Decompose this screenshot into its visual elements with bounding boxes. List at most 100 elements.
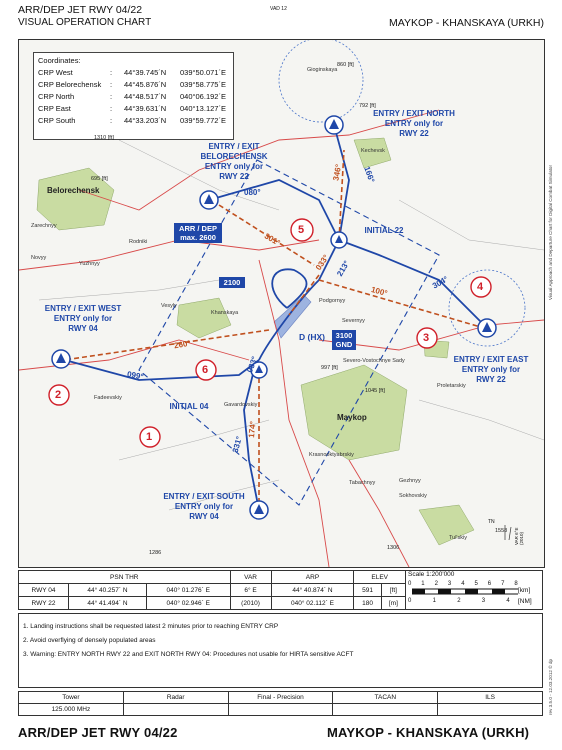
town-label: Sokhovskiy xyxy=(399,493,427,499)
info-row-rwy04: RWY 04 44° 40.257´ N 040° 01.276´ E 6° E… xyxy=(18,583,543,597)
freq-value-row: 125.000 MHz xyxy=(18,703,543,716)
marker-number: 1 xyxy=(146,431,153,443)
runway-water xyxy=(273,294,312,339)
coordinate-name: CRP East xyxy=(38,104,71,113)
elevation-label: 792 [ft] xyxy=(359,103,376,109)
scale-bar xyxy=(412,588,518,595)
coordinate-lat: 44°48.517´N xyxy=(124,92,167,101)
scale-nm-tick: 1 xyxy=(432,598,436,604)
elevation-label: 1558 xyxy=(495,528,508,534)
heading-routes xyxy=(63,149,485,510)
north-arrow xyxy=(504,525,512,541)
coordinate-lat: 44°33.203´N xyxy=(124,116,167,125)
coordinate-lat: 44°39.745´N xyxy=(124,68,167,77)
elevation-label: 860 [ft] xyxy=(337,62,354,68)
town-label: Gioginskaya xyxy=(307,67,338,73)
restricted-north xyxy=(278,40,364,123)
elevation-label: 1045 [ft] xyxy=(365,388,385,394)
town-label: Severo-Vostochnye Sady xyxy=(343,358,405,364)
var-header: VAR xyxy=(229,570,272,584)
note-2: 2. Avoid overflying of densely populated… xyxy=(23,637,156,644)
town-label: Maykop xyxy=(337,413,367,422)
route-loop xyxy=(258,268,320,361)
scale-header: Scale 1:200'000 xyxy=(408,571,455,578)
marker-2-circle xyxy=(48,384,70,406)
marker-6-circle xyxy=(195,359,217,381)
note-1: 1. Landing instructions shall be request… xyxy=(23,623,279,630)
alt-2100-box: 2100 xyxy=(219,277,245,288)
town-label: Fadeevskiy xyxy=(94,395,122,401)
scale-km-tick: 8 xyxy=(514,581,518,587)
coordinate-sep: : xyxy=(110,92,113,101)
frequency-table: Tower Radar Final - Precision TACAN ILS … xyxy=(18,691,543,716)
blue-routes xyxy=(60,124,488,511)
scale-km-tick: 4 xyxy=(461,581,465,587)
scale-km-tick: 2 xyxy=(434,581,438,587)
freq-header-row: Tower Radar Final - Precision TACAN ILS xyxy=(18,691,543,704)
side-revision: rev 3.5.0 - 12.03.2012 © dp xyxy=(548,659,553,715)
town-label: Rodniki xyxy=(129,239,148,245)
scale-km-tick: 7 xyxy=(501,581,505,587)
town-label: Proletarskiy xyxy=(437,383,466,389)
town-label: Novyy xyxy=(31,255,47,261)
marker-number: 6 xyxy=(202,364,209,376)
crp-south-marker xyxy=(249,500,269,520)
coordinate-lon: 040°13.127´E xyxy=(180,104,226,113)
heading-route-260 xyxy=(63,329,270,361)
coordinate-name: CRP West xyxy=(38,68,73,77)
restricted-east xyxy=(448,269,526,347)
minor-road-1 xyxy=(118,139,280,211)
traffic-pattern xyxy=(138,159,440,506)
info-row-rwy22: RWY 22 44° 41.494´ N 040° 02.946´ E (201… xyxy=(18,596,543,610)
tower-frequency: 125.000 MHz xyxy=(18,703,124,716)
town-label: Zarechnyy xyxy=(31,223,57,229)
scale-nm-tick: 4 xyxy=(506,598,510,604)
coordinate-lon: 039°59.772´E xyxy=(180,116,226,125)
town-belorechensk xyxy=(36,167,115,231)
marker-number: 2 xyxy=(55,389,62,401)
town-maykop xyxy=(300,364,408,461)
marker-3-circle xyxy=(416,327,438,349)
scale-nm-tick: 0 xyxy=(408,598,412,604)
crp-belorechensk-marker xyxy=(199,190,219,210)
chart-title: ARR/DEP JET RWY 04/22 xyxy=(18,4,143,16)
route-belorechensk xyxy=(208,179,340,241)
route-east xyxy=(338,239,488,329)
road-3 xyxy=(258,259,330,567)
km-unit: [km] xyxy=(518,587,531,594)
map-svg xyxy=(19,40,544,567)
scale-km-tick: 5 xyxy=(474,581,478,587)
initial-04-marker xyxy=(250,361,268,379)
route-north xyxy=(318,124,350,281)
heading-label: 174° xyxy=(247,420,258,439)
chart-subtitle: VISUAL OPERATION CHART xyxy=(18,17,152,28)
coordinate-lon: 040°06.192´E xyxy=(180,92,226,101)
coordinate-name: CRP South xyxy=(38,116,76,125)
town-label: Gezhnyy xyxy=(399,478,421,484)
heading-route-346 xyxy=(338,149,345,241)
town-label: Yuzhnyy xyxy=(79,261,100,267)
town-south xyxy=(418,504,475,546)
coordinate-lon: 039°50.071´E xyxy=(180,68,226,77)
coordinate-name: CRP Belorechensk xyxy=(38,80,102,89)
heading-route-100 xyxy=(318,279,485,329)
town-label: Gavardovskiy xyxy=(224,402,258,408)
restricted-dhx-label: D (HX) xyxy=(299,332,325,342)
town-label: Krasnooktyabrskiy xyxy=(309,452,354,458)
road-2 xyxy=(78,109,440,211)
elevation-label: 997 [ft] xyxy=(321,365,338,371)
marker-number: 3 xyxy=(423,332,430,344)
nm-unit: [NM] xyxy=(518,598,532,605)
notes-box: 1. Landing instructions shall be request… xyxy=(18,613,543,688)
